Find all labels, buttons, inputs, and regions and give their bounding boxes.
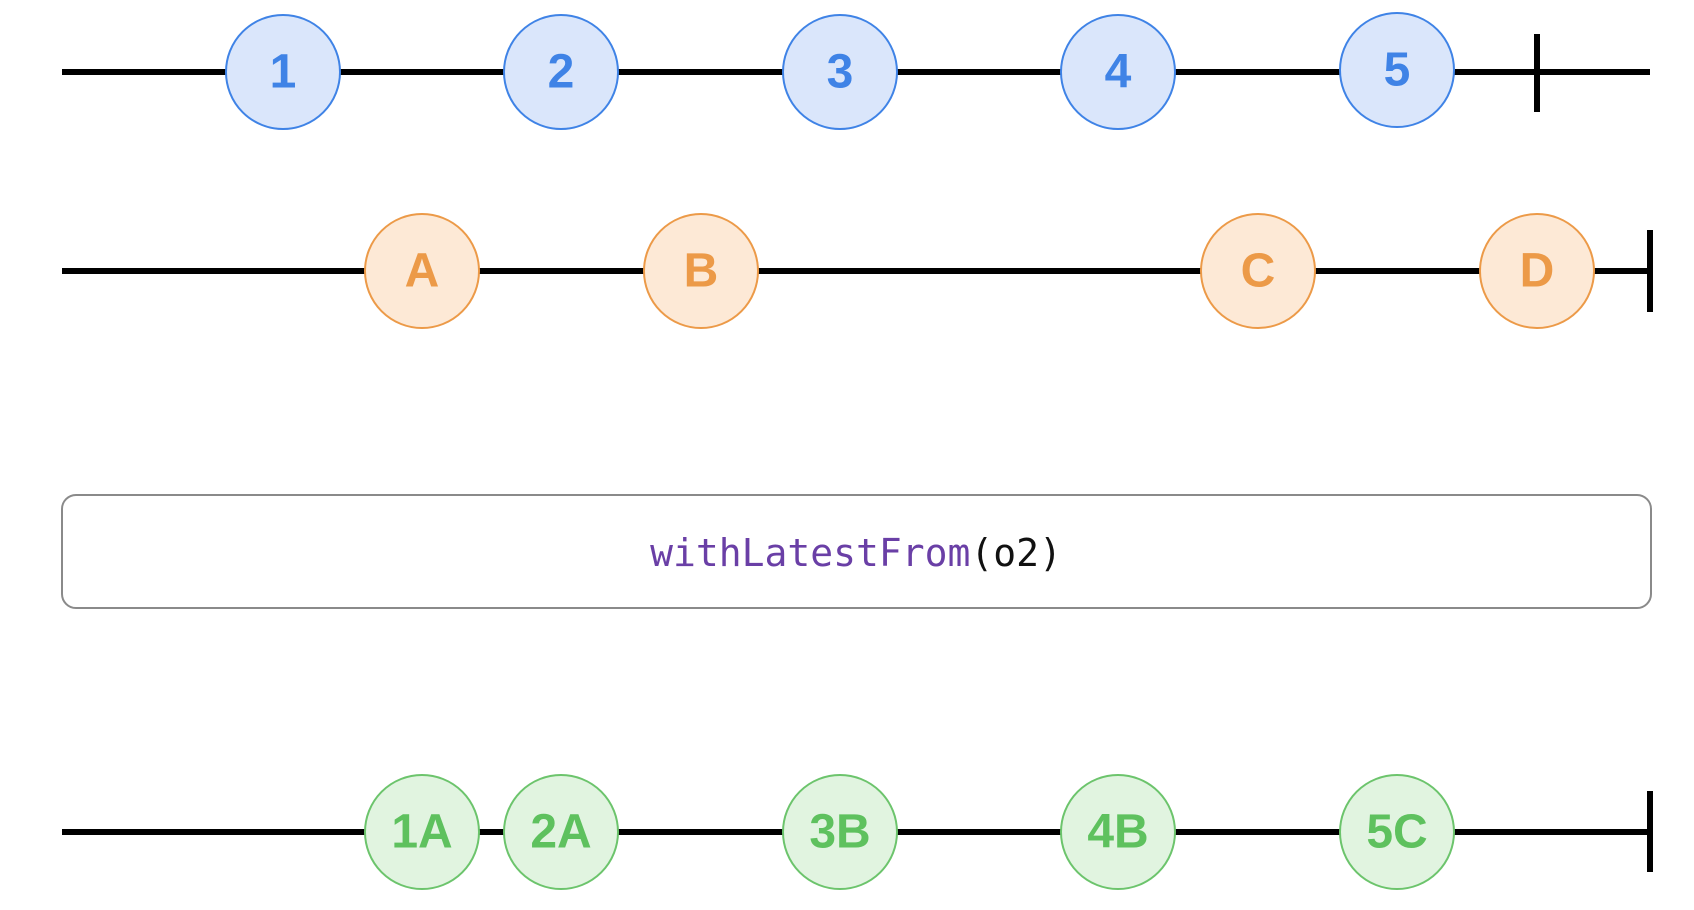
operator-box-frame bbox=[61, 494, 1652, 609]
result-marble-2a: 2A bbox=[503, 774, 619, 890]
result-marble-5c-label: 5C bbox=[1366, 806, 1427, 859]
result-marble-1a-label: 1A bbox=[391, 806, 452, 859]
operator-box: withLatestFrom(o2) bbox=[61, 494, 1652, 609]
source1-marble-5: 5 bbox=[1339, 12, 1455, 128]
result-marble-5c: 5C bbox=[1339, 774, 1455, 890]
source1-marble-4-label: 4 bbox=[1105, 46, 1132, 99]
source1-marble-3-label: 3 bbox=[827, 46, 854, 99]
source1-marble-1-label: 1 bbox=[270, 46, 297, 99]
source2-marble-a-label: A bbox=[405, 245, 440, 298]
result-marble-4b: 4B bbox=[1060, 774, 1176, 890]
source1-marble-3: 3 bbox=[782, 14, 898, 130]
operator-name: withLatestFrom bbox=[650, 531, 970, 575]
source1-timeline: 1 2 3 4 5 bbox=[62, 12, 1650, 130]
source1-marble-2-label: 2 bbox=[548, 46, 575, 99]
source2-marble-a: A bbox=[364, 213, 480, 329]
result-timeline: 1A 2A 3B 4B 5C bbox=[62, 774, 1653, 890]
source1-marble-5-label: 5 bbox=[1384, 44, 1411, 97]
source2-marble-c: C bbox=[1200, 213, 1316, 329]
source1-marble-4: 4 bbox=[1060, 14, 1176, 130]
source2-timeline: A B C D bbox=[62, 213, 1653, 329]
result-marble-4b-label: 4B bbox=[1087, 806, 1148, 859]
result-marble-3b: 3B bbox=[782, 774, 898, 890]
source2-marble-d: D bbox=[1479, 213, 1595, 329]
operator-label: withLatestFrom(o2) bbox=[650, 531, 1062, 575]
result-marble-2a-label: 2A bbox=[530, 806, 591, 859]
result-marble-1a: 1A bbox=[364, 774, 480, 890]
source2-marble-b: B bbox=[643, 213, 759, 329]
source1-marble-2: 2 bbox=[503, 14, 619, 130]
result-marble-3b-label: 3B bbox=[809, 806, 870, 859]
source2-marble-b-label: B bbox=[684, 245, 719, 298]
source1-marble-1: 1 bbox=[225, 14, 341, 130]
operator-args: (o2) bbox=[970, 531, 1062, 575]
source2-marble-c-label: C bbox=[1241, 245, 1276, 298]
source2-marble-d-label: D bbox=[1520, 245, 1555, 298]
